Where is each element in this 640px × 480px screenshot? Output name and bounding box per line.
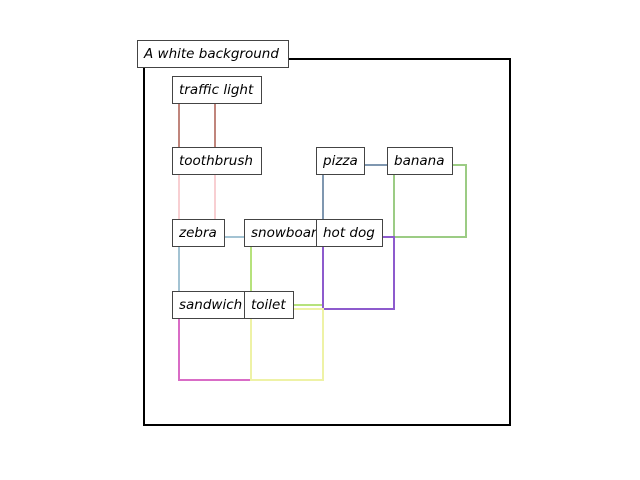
toothbrush-label: toothbrush xyxy=(172,147,262,175)
hot-dog-label: hot dog xyxy=(316,219,383,247)
zebra-label: zebra xyxy=(172,219,225,247)
scene-frame xyxy=(143,58,511,426)
title-label: A white background xyxy=(137,40,289,68)
toilet-label: toilet xyxy=(244,291,294,319)
banana-label: banana xyxy=(387,147,453,175)
sandwich-label: sandwich xyxy=(172,291,252,319)
pizza-label: pizza xyxy=(316,147,365,175)
traffic-light-label: traffic light xyxy=(172,76,262,104)
